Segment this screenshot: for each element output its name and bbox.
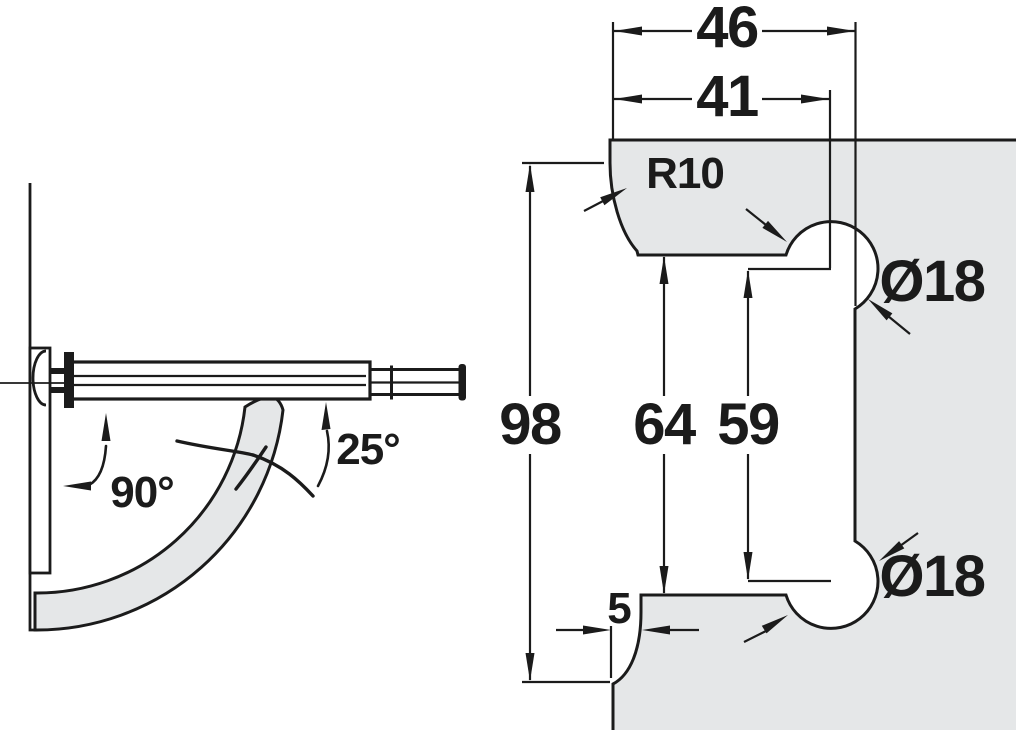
pivot-knob (31, 349, 47, 407)
hole-bottom-leader-line-1 (899, 532, 919, 547)
door-break-line-1 (175, 439, 255, 457)
dim-59-arrowhead-up (743, 270, 753, 298)
front-view: 46 41 R10 Ø18 Ø18 98 64 (499, 0, 1016, 730)
dim-98-arrowhead-up (525, 164, 535, 192)
hole-bottom-diameter-label: Ø18 (879, 544, 984, 609)
dim-59-arrowhead-down (743, 552, 753, 580)
dim-64-label: 64 (633, 392, 696, 457)
clamp-bar (65, 360, 372, 401)
dim-41-label: 41 (696, 64, 758, 129)
door-break-line-2 (251, 453, 315, 498)
angle-25-label: 25° (336, 425, 400, 474)
angle-90-arrow-arc (87, 444, 108, 487)
side-view: 90° 25° (0, 183, 466, 632)
dim-46-arrowhead-left (614, 26, 642, 36)
hole-top-arrowhead-2 (868, 299, 893, 321)
angle-90-arrowhead-up (101, 413, 111, 441)
angle-25-arrowhead (321, 402, 331, 430)
dim-64-arrowhead-down (659, 566, 669, 594)
angle-25-arrow-arc (316, 429, 330, 488)
glass-panel (608, 138, 1016, 730)
dim-46-label: 46 (696, 0, 758, 60)
wall-line (28, 183, 37, 632)
dim-5-label: 5 (607, 584, 631, 633)
radius-label: R10 (646, 149, 724, 198)
dim-5-arrowhead-right (583, 625, 611, 635)
door-break-line-3 (234, 445, 268, 491)
hinge-pin-bottom (50, 387, 68, 393)
radius-leader-arrowhead (600, 188, 627, 206)
dim-98-arrowhead-down (525, 653, 535, 681)
hole-top-arrowhead-1 (762, 220, 787, 242)
hole-top-diameter-label: Ø18 (879, 249, 984, 314)
dim-59-label: 59 (717, 392, 779, 457)
hole-bottom-leader-line-2 (743, 630, 767, 643)
hole-bottom-arrowhead-1 (879, 541, 905, 561)
dim-46-arrowhead-right (827, 26, 855, 36)
angle-90-arrowhead-left (63, 481, 91, 491)
hinge-pin-top (50, 368, 68, 374)
dim-98-label: 98 (499, 392, 561, 457)
hole-top-leader-line-2 (887, 315, 911, 335)
clamp-bar-end-cap (64, 352, 74, 408)
angle-90-label: 90° (110, 468, 174, 517)
hole-bottom-arrowhead-2 (761, 615, 788, 634)
dim-41-arrowhead-left (614, 94, 642, 104)
radius-leader-line (583, 198, 607, 212)
support-rod-end-cap (458, 364, 466, 401)
hole-top-leader-line-1 (745, 208, 767, 226)
dim-41-arrowhead-right (801, 94, 829, 104)
dim-64-arrowhead-up (659, 256, 669, 284)
dim-5-arrowhead-left (642, 625, 670, 635)
